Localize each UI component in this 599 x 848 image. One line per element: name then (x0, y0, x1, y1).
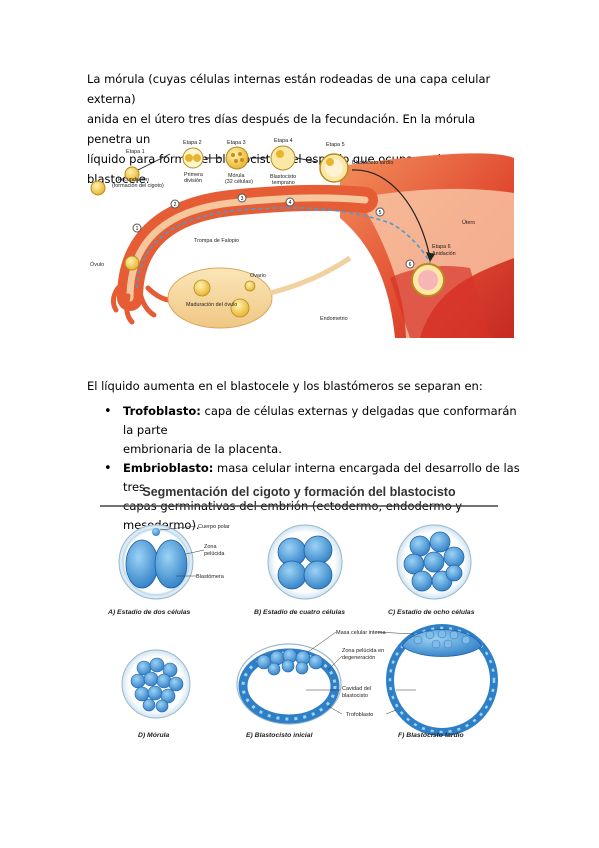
caption-late-blastocyst: F) Blastocisto tardío (398, 732, 464, 739)
ovary-label: Ovario (250, 273, 266, 279)
label-zona-degen-1: Zona pelúcida en (342, 648, 384, 654)
stage1-desc-1: Fecundación (118, 177, 149, 183)
segmentation-title: Segmentación del cigoto y formación del … (142, 485, 456, 499)
stage1-label: Etapa 1 (126, 149, 145, 155)
stage6-desc: Anidación (432, 251, 456, 257)
list-item-trofoblasto: Trofoblasto: capa de células externas y … (104, 402, 524, 459)
desc-embrioblasto-1: masa celular interna encargada del desar… (123, 461, 520, 494)
stage6-implanted-blastocyst (411, 263, 445, 297)
marker-4: 4 (285, 197, 295, 207)
stage3-desc-2: (32 células) (225, 179, 253, 185)
implantation-diagram: 1 2 3 4 5 6 Etapa 1 Fecundación (formaci… (90, 138, 514, 338)
intro-line-1: La mórula (cuyas células internas están … (87, 72, 491, 106)
marker-2: 2 (170, 199, 180, 209)
marker-3: 3 (237, 193, 247, 203)
svg-text:2: 2 (174, 202, 177, 208)
stage1-zygote (124, 166, 140, 182)
label-zona-degen-2: degeneración (342, 655, 375, 661)
marker-6: 6 (405, 259, 415, 269)
stage-eight-cells (396, 524, 472, 600)
ovarian-ligament (269, 255, 352, 296)
fimbriae (110, 285, 171, 325)
caption-two-cells: A) Estadio de dos células (107, 609, 191, 616)
term-embrioblasto: Embrioblasto: (123, 461, 214, 475)
svg-text:4: 4 (289, 200, 292, 206)
label-polar-body: Cuerpo polar (198, 524, 230, 530)
stage-early-blastocyst (236, 643, 342, 725)
uterus-label: Útero (462, 219, 475, 226)
svg-text:3: 3 (241, 196, 244, 202)
blastocele-paragraph: El líquido aumenta en el blastocele y lo… (87, 379, 483, 393)
stage5-late-blastocyst (319, 153, 349, 183)
marker-1: 1 (132, 223, 142, 233)
stage3-desc-1: Mórula (228, 173, 244, 179)
released-egg (90, 180, 106, 196)
fallopian-tube-inner (126, 194, 369, 302)
stage4-label: Etapa 4 (274, 138, 293, 144)
ovule-cell (124, 255, 140, 271)
desc-trofoblasto-2: embrionaria de la placenta. (123, 442, 282, 456)
label-trophoblast: Trofoblasto (346, 712, 373, 718)
stage1-desc-2: (formación del cigoto) (112, 183, 164, 189)
stage6-label: Etapa 6 (432, 244, 451, 250)
intro-line-2: anida en el útero tres días después de l… (87, 112, 476, 146)
ovule-label: Óvulo (90, 261, 104, 268)
stage2-first-division (182, 147, 204, 169)
stage2-desc-1: Primera (184, 172, 203, 178)
stage4-desc-1: Blastocisto (270, 174, 296, 180)
label-cavity-1: Cavidad del (342, 686, 371, 692)
stage2-desc-2: división (184, 178, 202, 184)
caption-morula: D) Mórula (138, 732, 170, 739)
stage3-label: Etapa 3 (227, 140, 246, 146)
migration-arrow (136, 207, 431, 289)
caption-early-blastocyst: E) Blastocisto inicial (246, 732, 313, 739)
stage4-desc-2: temprano (272, 180, 295, 186)
segmentation-diagram: Segmentación del cigoto y formación del … (100, 485, 498, 739)
maturation-label: Maduración del óvulo (186, 302, 237, 308)
label-inner-cell-mass: Masa celular interna (336, 630, 386, 636)
desc-trofoblasto-1: capa de células externas y delgadas que … (123, 404, 517, 437)
stage-two-cells (118, 524, 194, 600)
svg-text:5: 5 (379, 210, 382, 216)
label-zona-2: pelúcida (204, 551, 225, 557)
label-cavity-2: blastocisto (342, 693, 368, 699)
endometrium-label: Endometrio (320, 316, 348, 322)
svg-text:1: 1 (136, 226, 139, 232)
stage3-morula (225, 146, 249, 170)
stage-morula (121, 649, 191, 719)
tube-label: Trompa de Falopio (194, 238, 239, 244)
label-blastomera: Blastómera (196, 574, 225, 580)
stage-late-blastocyst (386, 624, 498, 736)
stage5-desc: Blastocisto tardío (352, 160, 393, 166)
caption-eight-cells: C) Estadio de ocho células (388, 609, 475, 616)
label-zona-1: Zona (204, 544, 217, 550)
stage5-label: Etapa 5 (326, 142, 345, 148)
stage5-to-6-arrow (351, 169, 431, 259)
stage-four-cells (267, 524, 343, 600)
term-trofoblasto: Trofoblasto: (123, 404, 201, 418)
stage4-early-blastocyst (270, 145, 296, 171)
marker-5: 5 (375, 207, 385, 217)
svg-text:6: 6 (409, 262, 412, 268)
stage2-label: Etapa 2 (183, 140, 202, 146)
caption-four-cells: B) Estadio de cuatro células (254, 609, 345, 616)
